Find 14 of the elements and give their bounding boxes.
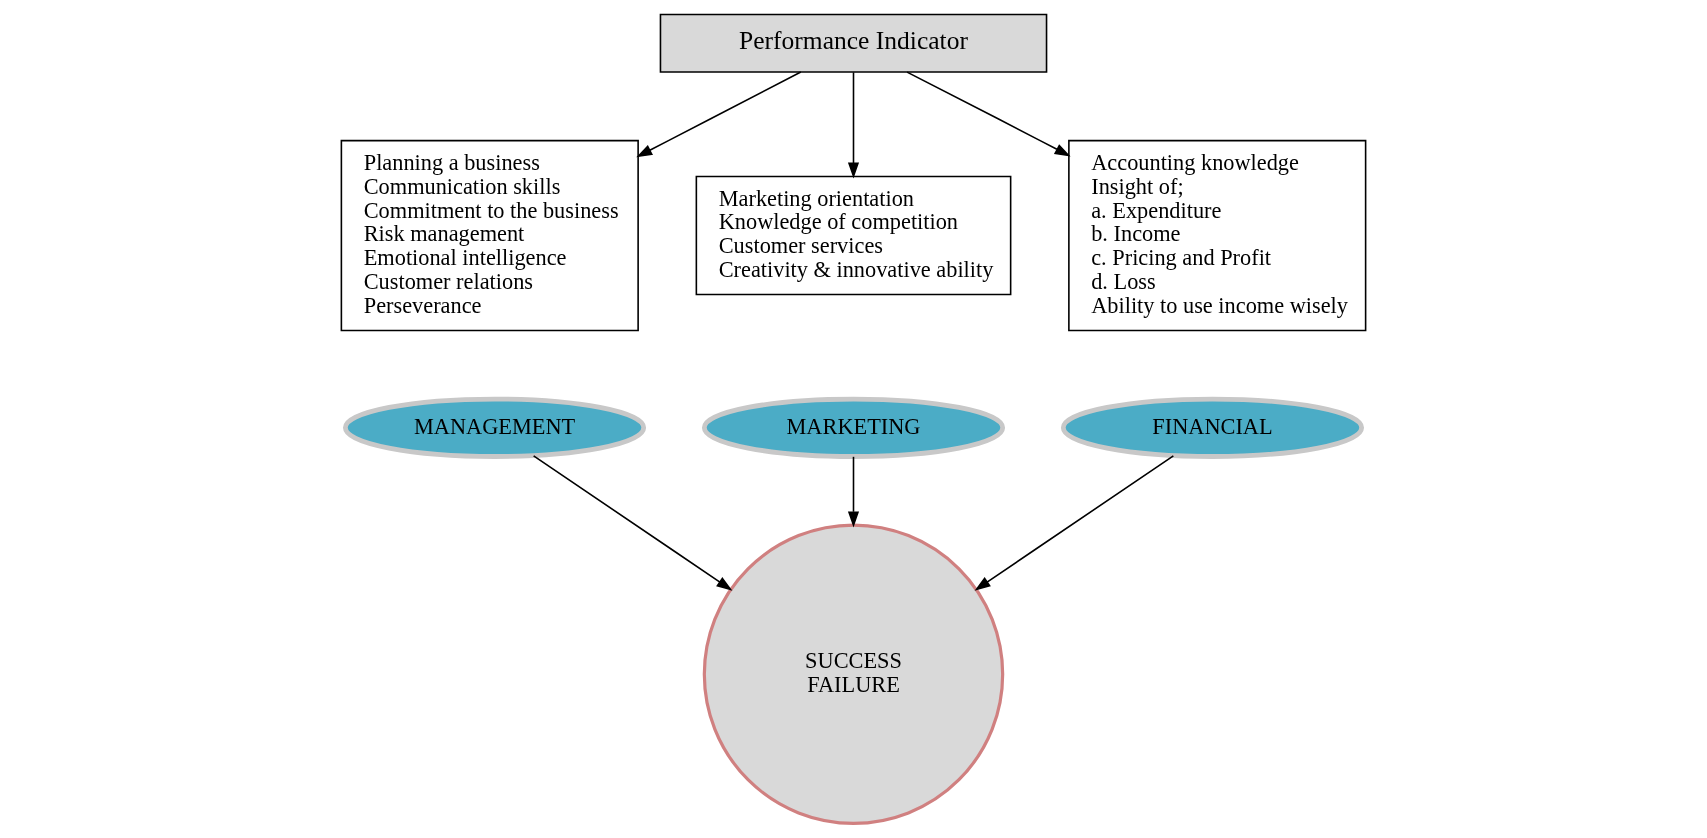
node-circle: SUCCESS FAILURE (702, 523, 1005, 826)
node-box: Marketing orientation Knowledge of competition Customer services Creativity & innovative ability (695, 175, 1012, 296)
node-box: Performance Indicator (659, 13, 1048, 73)
node-box: Planning a business Communication skills Commitment to the business Risk management Emotional intelligence Customer relations Perseverance (340, 139, 639, 332)
arrow (906, 71, 1071, 157)
node-ellipse: FINANCIAL (1060, 396, 1365, 459)
arrow (974, 455, 1175, 591)
arrow (532, 455, 733, 591)
node-box: Accounting knowledge Insight of; a. Expenditure b. Income c. Pricing and Profit d. Loss Ability to use income wisely (1068, 139, 1367, 332)
arrow (847, 71, 860, 179)
node-ellipse: MARKETING (701, 396, 1006, 459)
arrow (847, 456, 860, 528)
arrow (636, 71, 802, 158)
node-ellipse: MANAGEMENT (342, 396, 647, 459)
